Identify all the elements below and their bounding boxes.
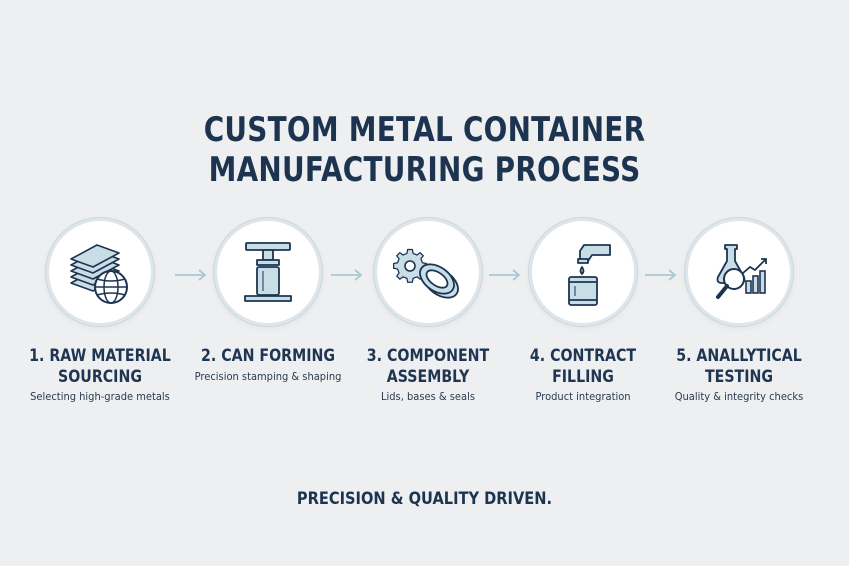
step-title: 1. RAW MATERIAL SOURCING — [27, 345, 173, 387]
step-title-line: SOURCING — [58, 367, 142, 386]
step-title: 4. CONTRACT FILLING — [510, 345, 656, 387]
step-description: Precision stamping & shaping — [194, 370, 342, 383]
step-title: 2. CAN FORMING — [195, 345, 341, 366]
metal-sheets-globe-icon — [70, 244, 128, 304]
step-circle — [214, 218, 322, 326]
step-title-line: 3. COMPONENT — [366, 346, 490, 365]
step-circle — [374, 218, 482, 326]
step-description: Product integration — [535, 390, 631, 403]
step-title: 5. ANALLYTICAL TESTING — [666, 345, 812, 387]
gear-lids-icon — [392, 248, 459, 299]
arrow-right-icon — [175, 269, 207, 281]
arrow-right-icon — [489, 269, 521, 281]
step-circle — [46, 218, 154, 326]
step-title-line: FILLING — [552, 367, 614, 386]
step-circle — [529, 218, 637, 326]
step-title-line: ASSEMBLY — [386, 367, 470, 386]
arrow-right-icon — [331, 269, 363, 281]
step-title-line: 4. CONTRACT — [529, 346, 637, 365]
step-description: Quality & integrity checks — [674, 390, 804, 403]
flask-magnifier-chart-icon — [716, 244, 767, 299]
step-title: 3. COMPONENT ASSEMBLY — [355, 345, 501, 387]
step-title-line: 1. RAW MATERIAL — [29, 346, 171, 365]
step-circle — [685, 218, 793, 326]
press-machine-icon — [244, 242, 292, 302]
step-title-line: 2. CAN FORMING — [200, 346, 336, 365]
arrow-right-icon — [645, 269, 677, 281]
step-title-line: TESTING — [704, 367, 774, 386]
filling-nozzle-icon — [568, 244, 611, 306]
step-title-line: 5. ANALLYTICAL — [676, 346, 802, 365]
step-description: Selecting high-grade metals — [30, 390, 170, 403]
step-description: Lids, bases & seals — [380, 390, 475, 403]
page-title: CUSTOM METAL CONTAINER MANUFACTURING PRO… — [203, 110, 646, 190]
footer-tagline: PRECISION & QUALITY DRIVEN. — [296, 489, 553, 509]
